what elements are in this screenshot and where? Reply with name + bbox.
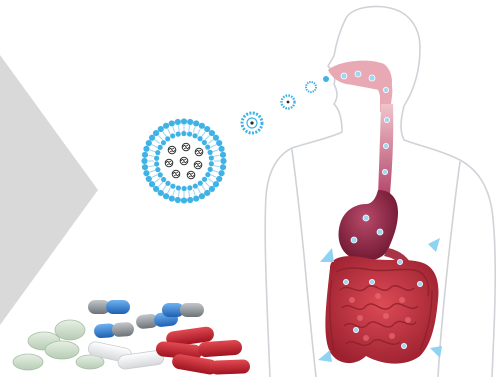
tablet	[13, 354, 43, 370]
intestine	[325, 256, 438, 363]
liposome-tiny-icon	[306, 82, 316, 92]
liposome-tiny-icon	[282, 96, 295, 109]
liposome-trail	[242, 76, 329, 133]
liposome-small-icon	[242, 113, 262, 133]
tablet	[45, 341, 79, 359]
capsule	[88, 300, 130, 314]
liposome-icon	[141, 118, 226, 203]
chevron-shape	[0, 55, 98, 325]
pill-pile	[13, 300, 250, 376]
capsule	[162, 303, 204, 317]
tablet	[55, 320, 85, 340]
capsule	[210, 359, 250, 374]
capsule	[198, 339, 243, 357]
liposome-dot	[323, 76, 329, 82]
capsule	[94, 322, 135, 339]
